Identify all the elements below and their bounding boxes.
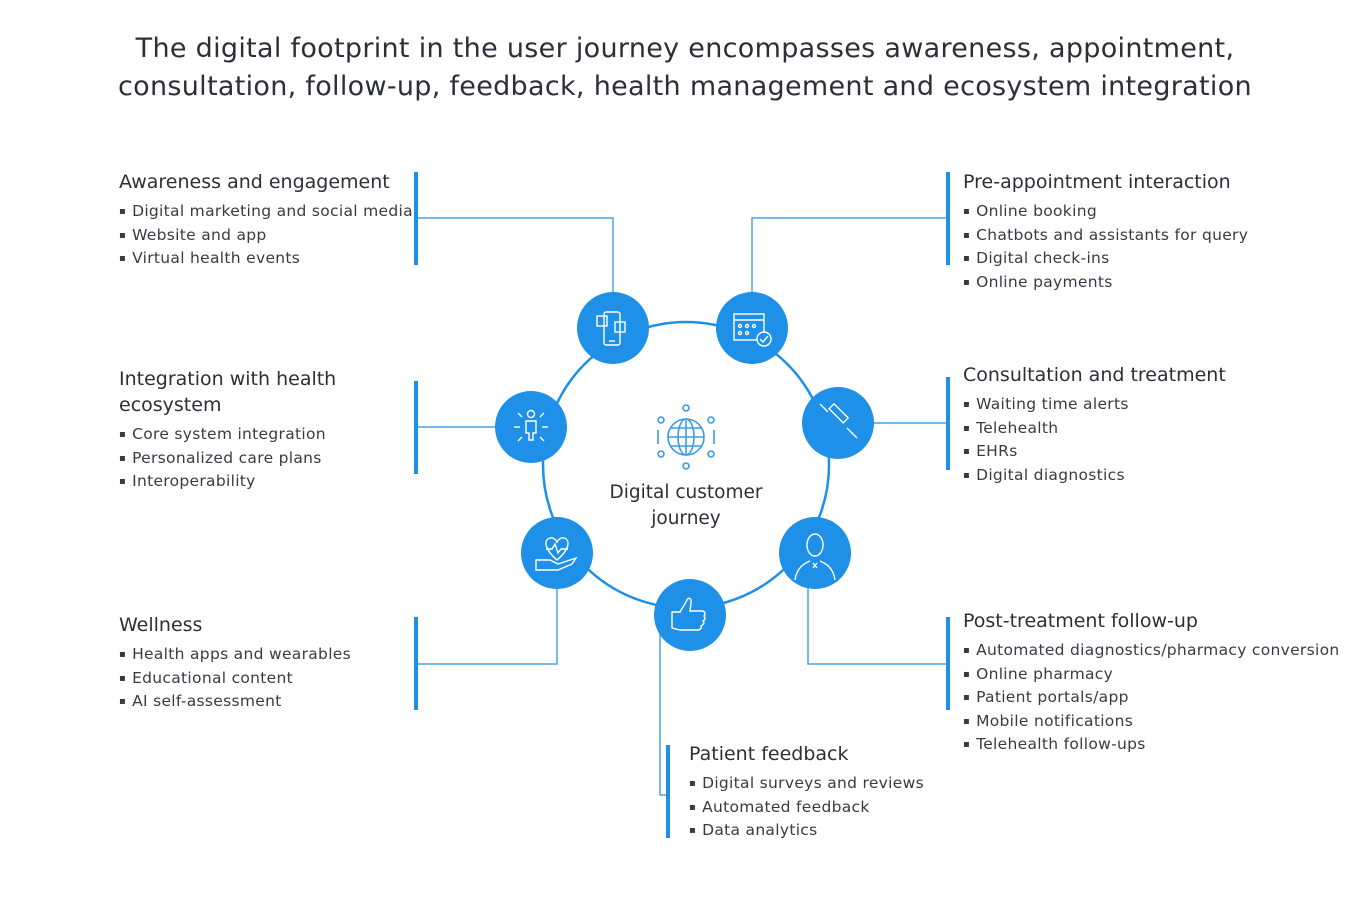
node-feedback — [654, 579, 726, 651]
list-item: Personalized care plans — [119, 448, 336, 472]
list-item: Automated diagnostics/pharmacy conversio… — [963, 640, 1340, 664]
stage-title: Consultation and treatment — [963, 364, 1226, 386]
person-network-icon — [514, 409, 548, 442]
list-item: Website and app — [119, 225, 413, 249]
syringe-icon — [819, 402, 858, 439]
list-item: Digital marketing and social media — [119, 201, 413, 225]
connector-post-treatment — [807, 555, 948, 665]
connector-wellness — [418, 555, 558, 665]
list-item: AI self-assessment — [119, 691, 351, 715]
list-item: Telehealth follow-ups — [963, 734, 1340, 758]
center-label: Digital customer journey — [586, 480, 786, 532]
bar-consultation — [946, 377, 950, 470]
thumbs-up-icon — [671, 597, 706, 631]
stage-items: Core system integration Personalized car… — [119, 424, 336, 495]
list-item: Core system integration — [119, 424, 336, 448]
list-item: Online payments — [963, 272, 1248, 296]
center-label-line-2: journey — [651, 508, 721, 529]
list-item: Health apps and wearables — [119, 644, 351, 668]
bar-post-treatment — [946, 617, 950, 710]
list-item: Telehealth — [963, 418, 1226, 442]
node-integration — [495, 391, 567, 463]
doctor-icon — [794, 533, 836, 581]
stage-items: Automated diagnostics/pharmacy conversio… — [963, 640, 1340, 758]
stage-title: Awareness and engagement — [119, 171, 390, 193]
center-label-line-1: Digital customer — [609, 482, 763, 503]
node-consultation — [802, 387, 874, 459]
stage-items: Digital surveys and reviews Automated fe… — [689, 773, 924, 844]
title-line-1: The digital footprint in the user journe… — [135, 33, 1235, 64]
stage-items: Waiting time alerts Telehealth EHRs Digi… — [963, 394, 1226, 488]
list-item: Virtual health events — [119, 248, 413, 272]
stage-feedback: Patient feedback Digital surveys and rev… — [689, 741, 924, 844]
list-item: Online pharmacy — [963, 664, 1340, 688]
list-item: EHRs — [963, 441, 1226, 465]
list-item: Data analytics — [689, 820, 924, 844]
stage-pre-appointment: Pre-appointment interaction Online booki… — [963, 169, 1248, 295]
node-pre-appointment — [716, 292, 788, 364]
bar-integration — [414, 381, 418, 474]
stage-title-line-1: Integration with health — [119, 368, 337, 390]
title-line-2: consultation, follow-up, feedback, healt… — [118, 71, 1252, 102]
stage-title: Post-treatment follow-up — [963, 610, 1198, 632]
stage-title-line-2: ecosystem — [119, 394, 222, 416]
accent-bars — [414, 172, 950, 838]
list-item: Interoperability — [119, 471, 336, 495]
stage-post-treatment: Post-treatment follow-up Automated diagn… — [963, 608, 1340, 758]
stage-wellness: Wellness Health apps and wearables Educa… — [119, 612, 351, 715]
stage-consultation: Consultation and treatment Waiting time … — [963, 362, 1226, 488]
node-wellness — [521, 517, 593, 589]
bar-feedback — [666, 745, 670, 838]
bar-wellness — [414, 617, 418, 710]
stage-title: Pre-appointment interaction — [963, 171, 1231, 193]
bar-pre-appointment — [946, 172, 950, 265]
bar-awareness — [414, 172, 418, 265]
list-item: Digital surveys and reviews — [689, 773, 924, 797]
list-item: Automated feedback — [689, 797, 924, 821]
list-item: Educational content — [119, 668, 351, 692]
node-post-treatment — [779, 517, 851, 589]
connector-pre-appointment — [751, 217, 948, 295]
node-awareness — [577, 292, 649, 364]
stage-items: Online booking Chatbots and assistants f… — [963, 201, 1248, 295]
heart-hand-icon — [535, 537, 578, 571]
stage-items: Digital marketing and social media Websi… — [119, 201, 413, 272]
list-item: Patient portals/app — [963, 687, 1340, 711]
connector-feedback — [659, 615, 668, 796]
calendar-check-icon — [733, 313, 772, 347]
stage-awareness: Awareness and engagement Digital marketi… — [119, 169, 413, 272]
list-item: Digital check-ins — [963, 248, 1248, 272]
connector-awareness — [418, 217, 614, 295]
list-item: Digital diagnostics — [963, 465, 1226, 489]
list-item: Waiting time alerts — [963, 394, 1226, 418]
list-item: Online booking — [963, 201, 1248, 225]
list-item: Mobile notifications — [963, 711, 1340, 735]
stage-items: Health apps and wearables Educational co… — [119, 644, 351, 715]
page-title: The digital footprint in the user journe… — [0, 30, 1370, 106]
stage-integration: Integration with health ecosystem Core s… — [119, 366, 336, 495]
stage-title: Patient feedback — [689, 743, 849, 765]
stage-title: Integration with health ecosystem — [119, 366, 336, 418]
list-item: Chatbots and assistants for query — [963, 225, 1248, 249]
globe-network-icon — [657, 404, 715, 470]
mobile-apps-icon — [596, 311, 626, 346]
stage-title: Wellness — [119, 614, 203, 636]
